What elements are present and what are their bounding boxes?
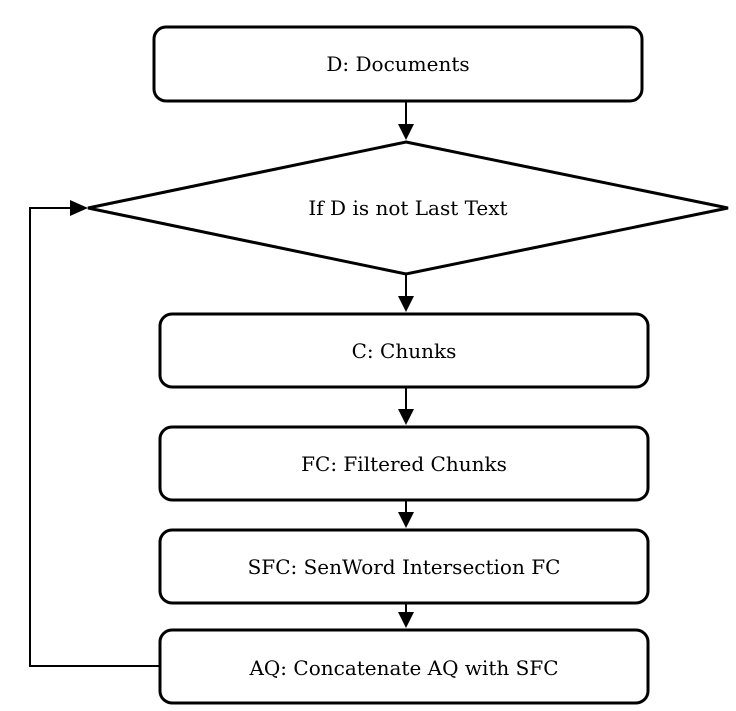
- node-chunks-box: [158, 312, 650, 389]
- edge-loop-back-to-decision: [29, 200, 160, 667]
- node-decision-label: If D is not Last Text: [308, 196, 507, 220]
- edge-chunks-to-filtered: [398, 387, 414, 425]
- node-intersection-box: [158, 528, 650, 605]
- node-filtered-chunks-box: [158, 425, 650, 502]
- node-filtered-chunks: FC: Filtered Chunks: [158, 425, 650, 502]
- node-concatenate: AQ: Concatenate AQ with SFC: [158, 628, 650, 705]
- node-documents-box: [152, 25, 644, 103]
- edge-intersection-to-concatenate: [398, 603, 414, 628]
- arrowhead: [398, 409, 414, 425]
- node-decision: If D is not Last Text: [87, 140, 729, 276]
- arrowhead: [398, 512, 414, 528]
- node-chunks-label: C: Chunks: [352, 339, 457, 363]
- edge-decision-to-chunks: [398, 274, 414, 312]
- arrowhead: [70, 200, 88, 216]
- node-documents: D: Documents: [152, 25, 644, 103]
- node-chunks: C: Chunks: [158, 312, 650, 389]
- node-filtered-chunks-label: FC: Filtered Chunks: [301, 452, 507, 476]
- node-documents-label: D: Documents: [326, 52, 469, 76]
- node-intersection-label: SFC: SenWord Intersection FC: [248, 555, 561, 579]
- arrowhead: [398, 612, 414, 628]
- node-concatenate-label: AQ: Concatenate AQ with SFC: [248, 656, 558, 680]
- edge-filtered-to-intersection: [398, 500, 414, 528]
- edge-documents-to-decision: [398, 101, 414, 140]
- arrowhead: [398, 124, 414, 140]
- arrowhead: [398, 296, 414, 312]
- node-intersection: SFC: SenWord Intersection FC: [158, 528, 650, 605]
